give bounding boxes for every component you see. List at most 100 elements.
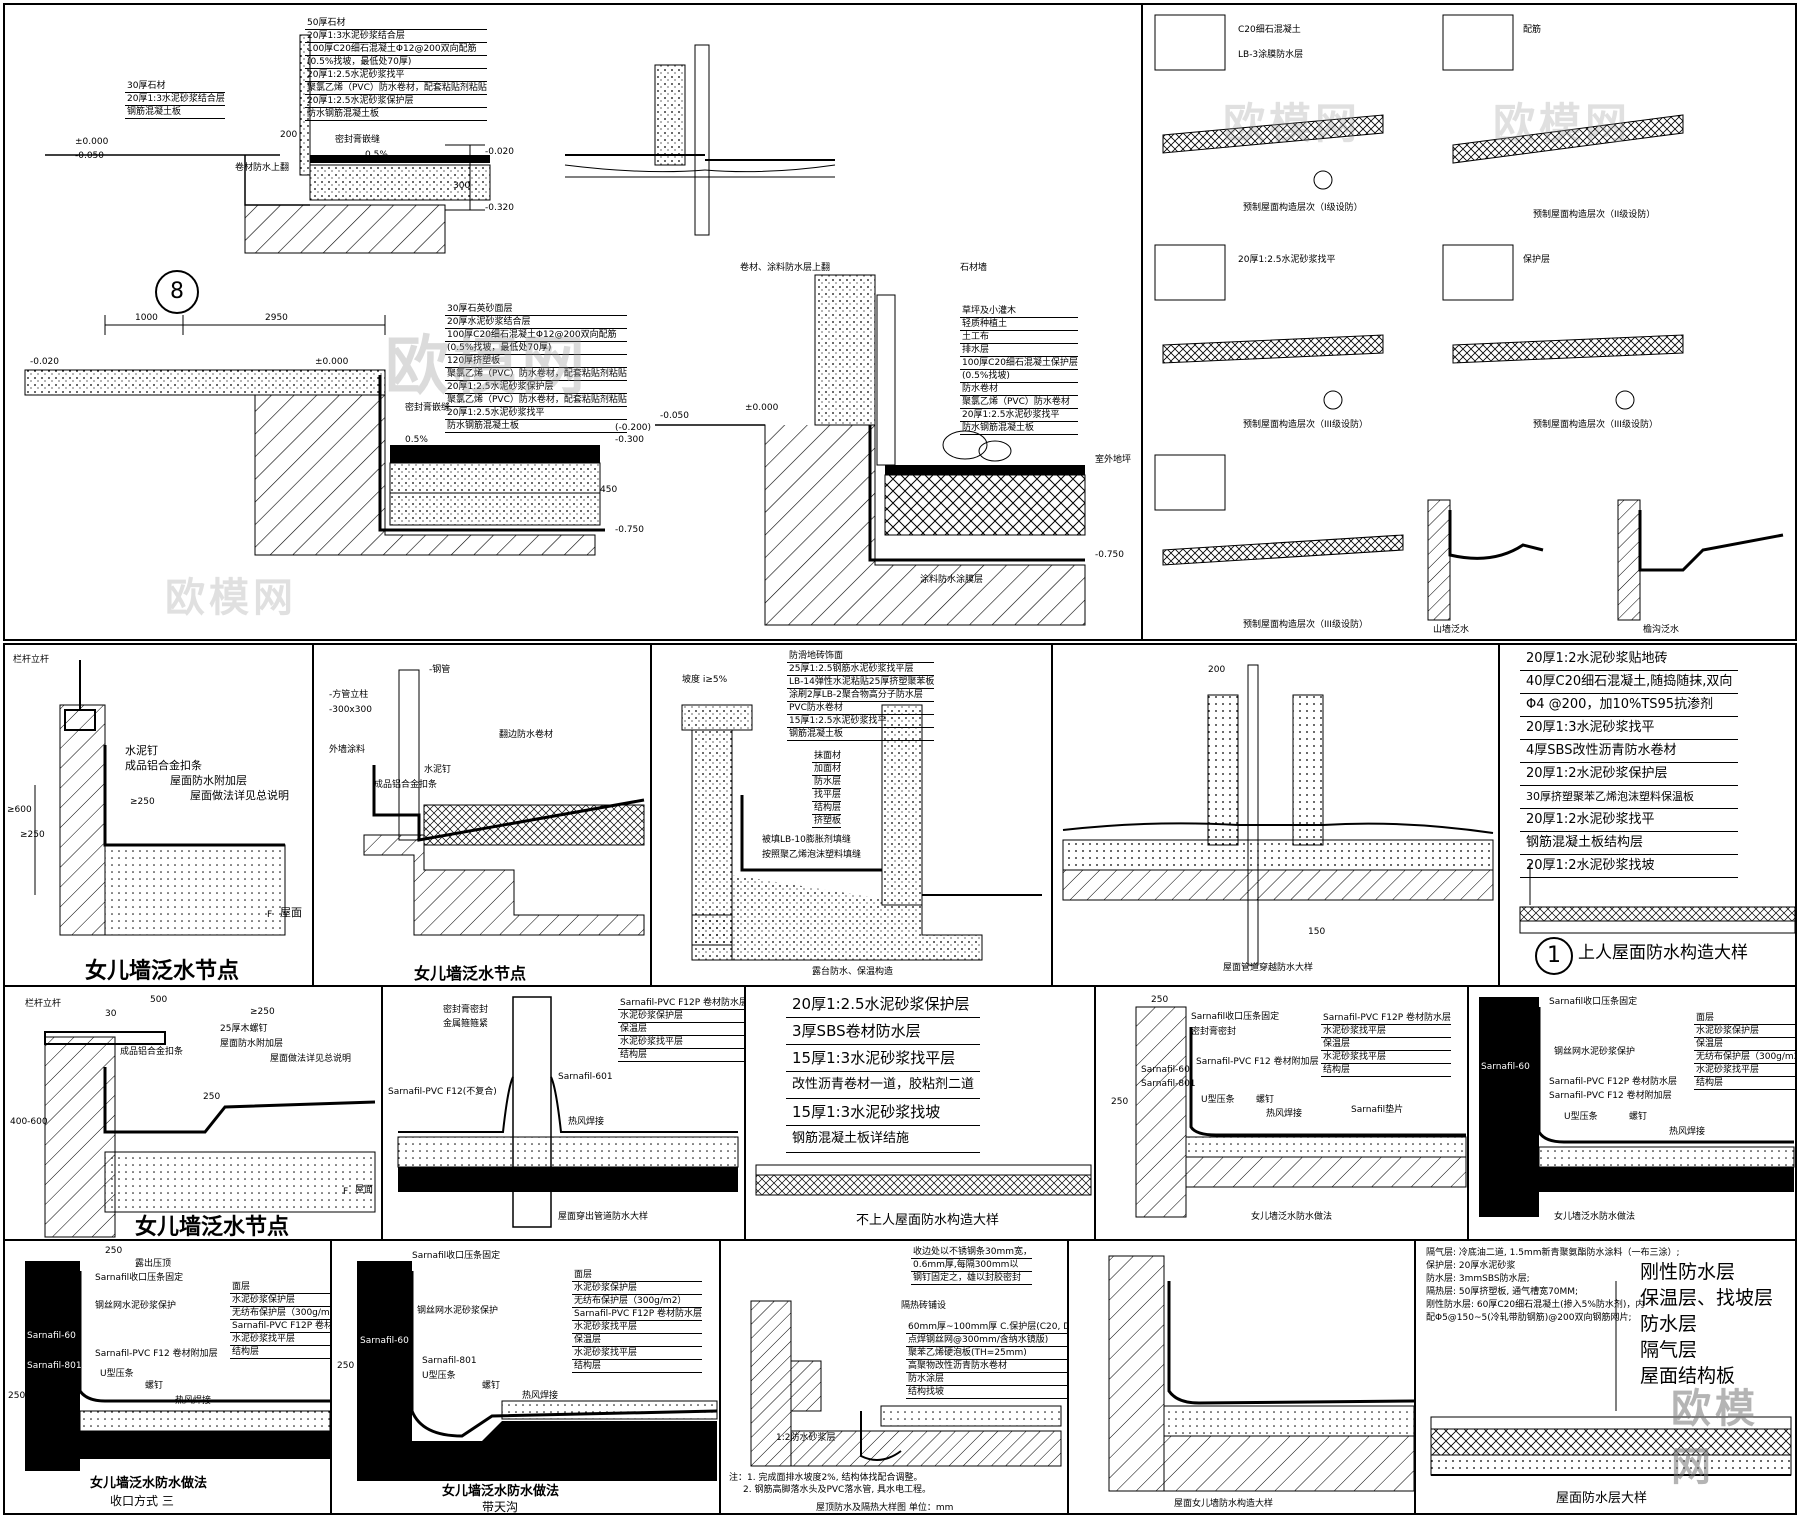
- row4-p4-linework: [1108, 1255, 1414, 1492]
- layer-label: 保温层: [1321, 1038, 1452, 1051]
- note-label: 热风焊接: [175, 1396, 212, 1406]
- layer-label: 保温层: [572, 1334, 703, 1347]
- layer-label: 20厚1:2.5水泥砂浆保护层: [786, 991, 981, 1018]
- insulation-layer-list: 60mm厚~100mm厚 C.保护层(C20, D4.5mm 点焊钢丝网@300…: [906, 1321, 1067, 1399]
- layer-label: 20厚1:2水泥砂浆保护层: [1520, 763, 1739, 786]
- watermark: 欧模网: [385, 330, 589, 404]
- panel-row4-parapet-gutter: Sarnafil收口压条固定 面层 水泥砂浆保护层 无纺布保护层（300g/m2…: [330, 1239, 721, 1515]
- layer-label: 40厚C20细石混凝土,随捣随抹,双向: [1520, 671, 1739, 694]
- note-label: U型压条: [422, 1371, 456, 1381]
- layer-label: 保温层: [618, 1023, 744, 1036]
- level-mark: -0.750: [1095, 550, 1125, 560]
- dimension-mark: 250: [1111, 1097, 1129, 1107]
- note-label: LB-3涂膜防水层: [1238, 50, 1304, 60]
- layer-label: Sarnafil-PVC F12P 卷材防水层: [1321, 1013, 1452, 1025]
- note-label: Sarnafil-60: [360, 1336, 409, 1346]
- layer-label: 15厚1:3水泥砂浆找坡: [786, 1099, 981, 1126]
- layer-label: 100厚C20细石混凝土保护层: [960, 358, 1078, 370]
- layer-label: 结构层: [1321, 1064, 1452, 1077]
- panel-row2-parapet-1: 栏杆立杆 水泥钉 成品铝合金扣条 屋面防水附加层 屋面做法详见总说明 屋面 F …: [3, 643, 314, 987]
- layer-label: Φ4 @200，加10%TS95抗渗剂: [1520, 694, 1739, 717]
- note-label: 石材墙: [960, 263, 988, 273]
- note-label: 卷材防水上翻: [235, 163, 290, 173]
- slope-mark: 0.5%: [405, 435, 428, 445]
- level-mark: ±0.000: [315, 357, 349, 367]
- panel-row3-parapet-sarnafil-2: Sarnafil收口压条固定 面层 水泥砂浆保护层 保温层 无纺布保护层（300…: [1467, 985, 1797, 1241]
- note-label: Sarnafil-60: [1141, 1065, 1190, 1075]
- detail-title: 女儿墙泛水防水做法: [442, 1484, 560, 1499]
- note-label: 卷材、涂料防水层上翻: [740, 263, 831, 273]
- dimension-mark: 250: [1151, 995, 1169, 1005]
- row2-p3-linework: [681, 704, 1042, 961]
- section-2-layer-list: 30厚石英砂面层 20厚水泥砂浆结合层 100厚C20细石混凝土Φ12@200双…: [445, 303, 627, 433]
- layer-label: 水泥砂浆找平层: [618, 1036, 744, 1049]
- note-label: Sarnafil收口压条固定: [95, 1273, 184, 1283]
- section-3-drawing: [655, 274, 1086, 626]
- dimension-mark: 400-600: [10, 1117, 48, 1127]
- waterproof-layer-list: 刚性防水层 保温层、找坡层 防水层 隔气层 屋面结构板: [1634, 1259, 1779, 1389]
- footnote: 2. 钢筋高脚落水头及PVC落水管, 具水电工程。: [743, 1485, 932, 1495]
- note-label: Sarnafil-PVC F12(不复合): [388, 1087, 497, 1097]
- layer-label: 找平层: [812, 790, 842, 802]
- dimension-mark: 250: [203, 1092, 221, 1102]
- detail-title: 女儿墙泛水节点: [135, 1215, 290, 1240]
- spec-line: 隔热层: 50厚挤塑板, 通气槽宽70MM;: [1426, 1287, 1579, 1297]
- panel-row2-roof-layers: 20厚1:2水泥砂浆贴地砖 40厚C20细石混凝土,随捣随抹,双向 Φ4 @20…: [1498, 643, 1797, 987]
- pipe-layer-list: Sarnafil-PVC F12P 卷材防水层 水泥砂浆保护层 保温层 水泥砂浆…: [618, 997, 744, 1062]
- layer-label: 隔气层: [1640, 1339, 1698, 1361]
- note-label: 屋面: [355, 1185, 374, 1195]
- sarnafil-layer-list: Sarnafil-PVC F12P 卷材防水层 水泥砂浆找平层 保温层 水泥砂浆…: [1321, 1012, 1452, 1077]
- terrace-side-list: 抹面材 加面材 防水层 找平层 结构层 挤塑板: [812, 750, 842, 828]
- level-mark: ±0.000: [745, 403, 779, 413]
- layer-label: 水泥砂浆找平层: [1321, 1025, 1452, 1038]
- layer-label: 15厚1:2.5水泥砂浆找平: [787, 715, 935, 728]
- note-label: Sarnafil垫片: [1351, 1105, 1404, 1115]
- layer-label: 4厚SBS改性沥青防水卷材: [1520, 740, 1739, 763]
- layer-label: 结构层: [572, 1360, 703, 1373]
- layer-label: 防水钢筋混凝土板: [960, 422, 1078, 435]
- layer-label: 排水层: [960, 344, 1078, 357]
- layer-label: 60mm厚~100mm厚 C.保护层(C20, D4.5mm: [906, 1321, 1067, 1334]
- note-label: 配筋: [1523, 25, 1542, 35]
- detail-title: 女儿墙泛水防水做法: [1251, 1212, 1333, 1222]
- watermark: 欧模网: [1493, 99, 1632, 148]
- note-label: 1:2防水砂浆层: [776, 1433, 836, 1443]
- layer-label: 防水钢筋混凝土板: [305, 108, 487, 121]
- panel-row3-parapet-sarnafil: Sarnafil收口压条固定 密封膏密封 Sarnafil-PVC F12P 卷…: [1094, 985, 1469, 1241]
- type3-layer-list: 面层 水泥砂浆保护层 无纺布保护层（300g/m2） Sarnafil-PVC …: [230, 1281, 330, 1359]
- note-label: U型压条: [1564, 1112, 1598, 1122]
- layer-label: 20厚1:3水泥砂浆找平: [1520, 717, 1739, 740]
- layer-label: (0.5%找坡): [960, 370, 1078, 383]
- section-1-layer-list: 50厚石材 20厚1:3水泥砂浆结合层 100厚C20细石混凝土Φ12@200双…: [305, 17, 487, 121]
- level-mark: -0.750: [615, 525, 645, 535]
- layer-label: LB-14弹性水泥粘贴25厚挤塑聚苯板: [787, 677, 935, 689]
- dimension-mark: 2950: [265, 313, 288, 323]
- layer-label: 120厚挤塑板: [445, 355, 627, 368]
- note-label: 热风焊接: [1266, 1109, 1303, 1119]
- layer-label: 无纺布保护层（300g/m2）: [230, 1307, 330, 1320]
- note-label: 屋面: [280, 906, 302, 919]
- section-small-wall-detail: [564, 44, 836, 236]
- row2-p5-linework: [1519, 863, 1795, 934]
- section-1-left-list: 30厚石材 20厚1:3水泥砂浆结合层 钢筋混凝土板: [125, 80, 225, 119]
- detail-title: 屋顶防水及隔热大样图 单位：mm: [816, 1503, 954, 1513]
- panel-row3-nonaccessible-roof: 20厚1:2.5水泥砂浆保护层 3厚SBS卷材防水层 15厚1:3水泥砂浆找平层…: [744, 985, 1096, 1241]
- note-label: 热风焊接: [522, 1391, 559, 1401]
- layer-label: 水泥砂浆保护层: [1694, 1025, 1795, 1038]
- terrace-layer-list: 防滑地砖饰面 25厚1:2.5钢筋水泥砂浆找平层 LB-14弹性水泥粘贴25厚挤…: [787, 650, 935, 741]
- row4-p5-linework: [1430, 1281, 1792, 1476]
- note-label: Sarnafil-601: [558, 1072, 613, 1082]
- layer-label: 点焊钢丝网@300mm/含纳水镜版): [906, 1334, 1067, 1347]
- dimension-mark: 150: [1308, 927, 1326, 937]
- layer-label: Sarnafil-PVC F12P 卷材防水层: [572, 1309, 703, 1321]
- layer-label: 水泥砂浆保护层: [572, 1282, 703, 1295]
- footnote: 注：1. 完成面排水坡度2%, 结构体找配合调整。: [729, 1473, 923, 1483]
- layer-label: 0.6mm厚,每隔300mm以: [911, 1259, 1032, 1272]
- spec-line: 防水层: 3mmSBS防水层;: [1426, 1274, 1530, 1284]
- note-label: Sarnafil-PVC F12 卷材附加层: [95, 1349, 218, 1359]
- layer-label: 结构层: [812, 803, 842, 815]
- row4-p3-linework: [750, 1300, 1062, 1467]
- top-right-linework: [1154, 14, 1784, 621]
- level-mark: ±0.000: [75, 137, 109, 147]
- note-label: U型压条: [100, 1369, 134, 1379]
